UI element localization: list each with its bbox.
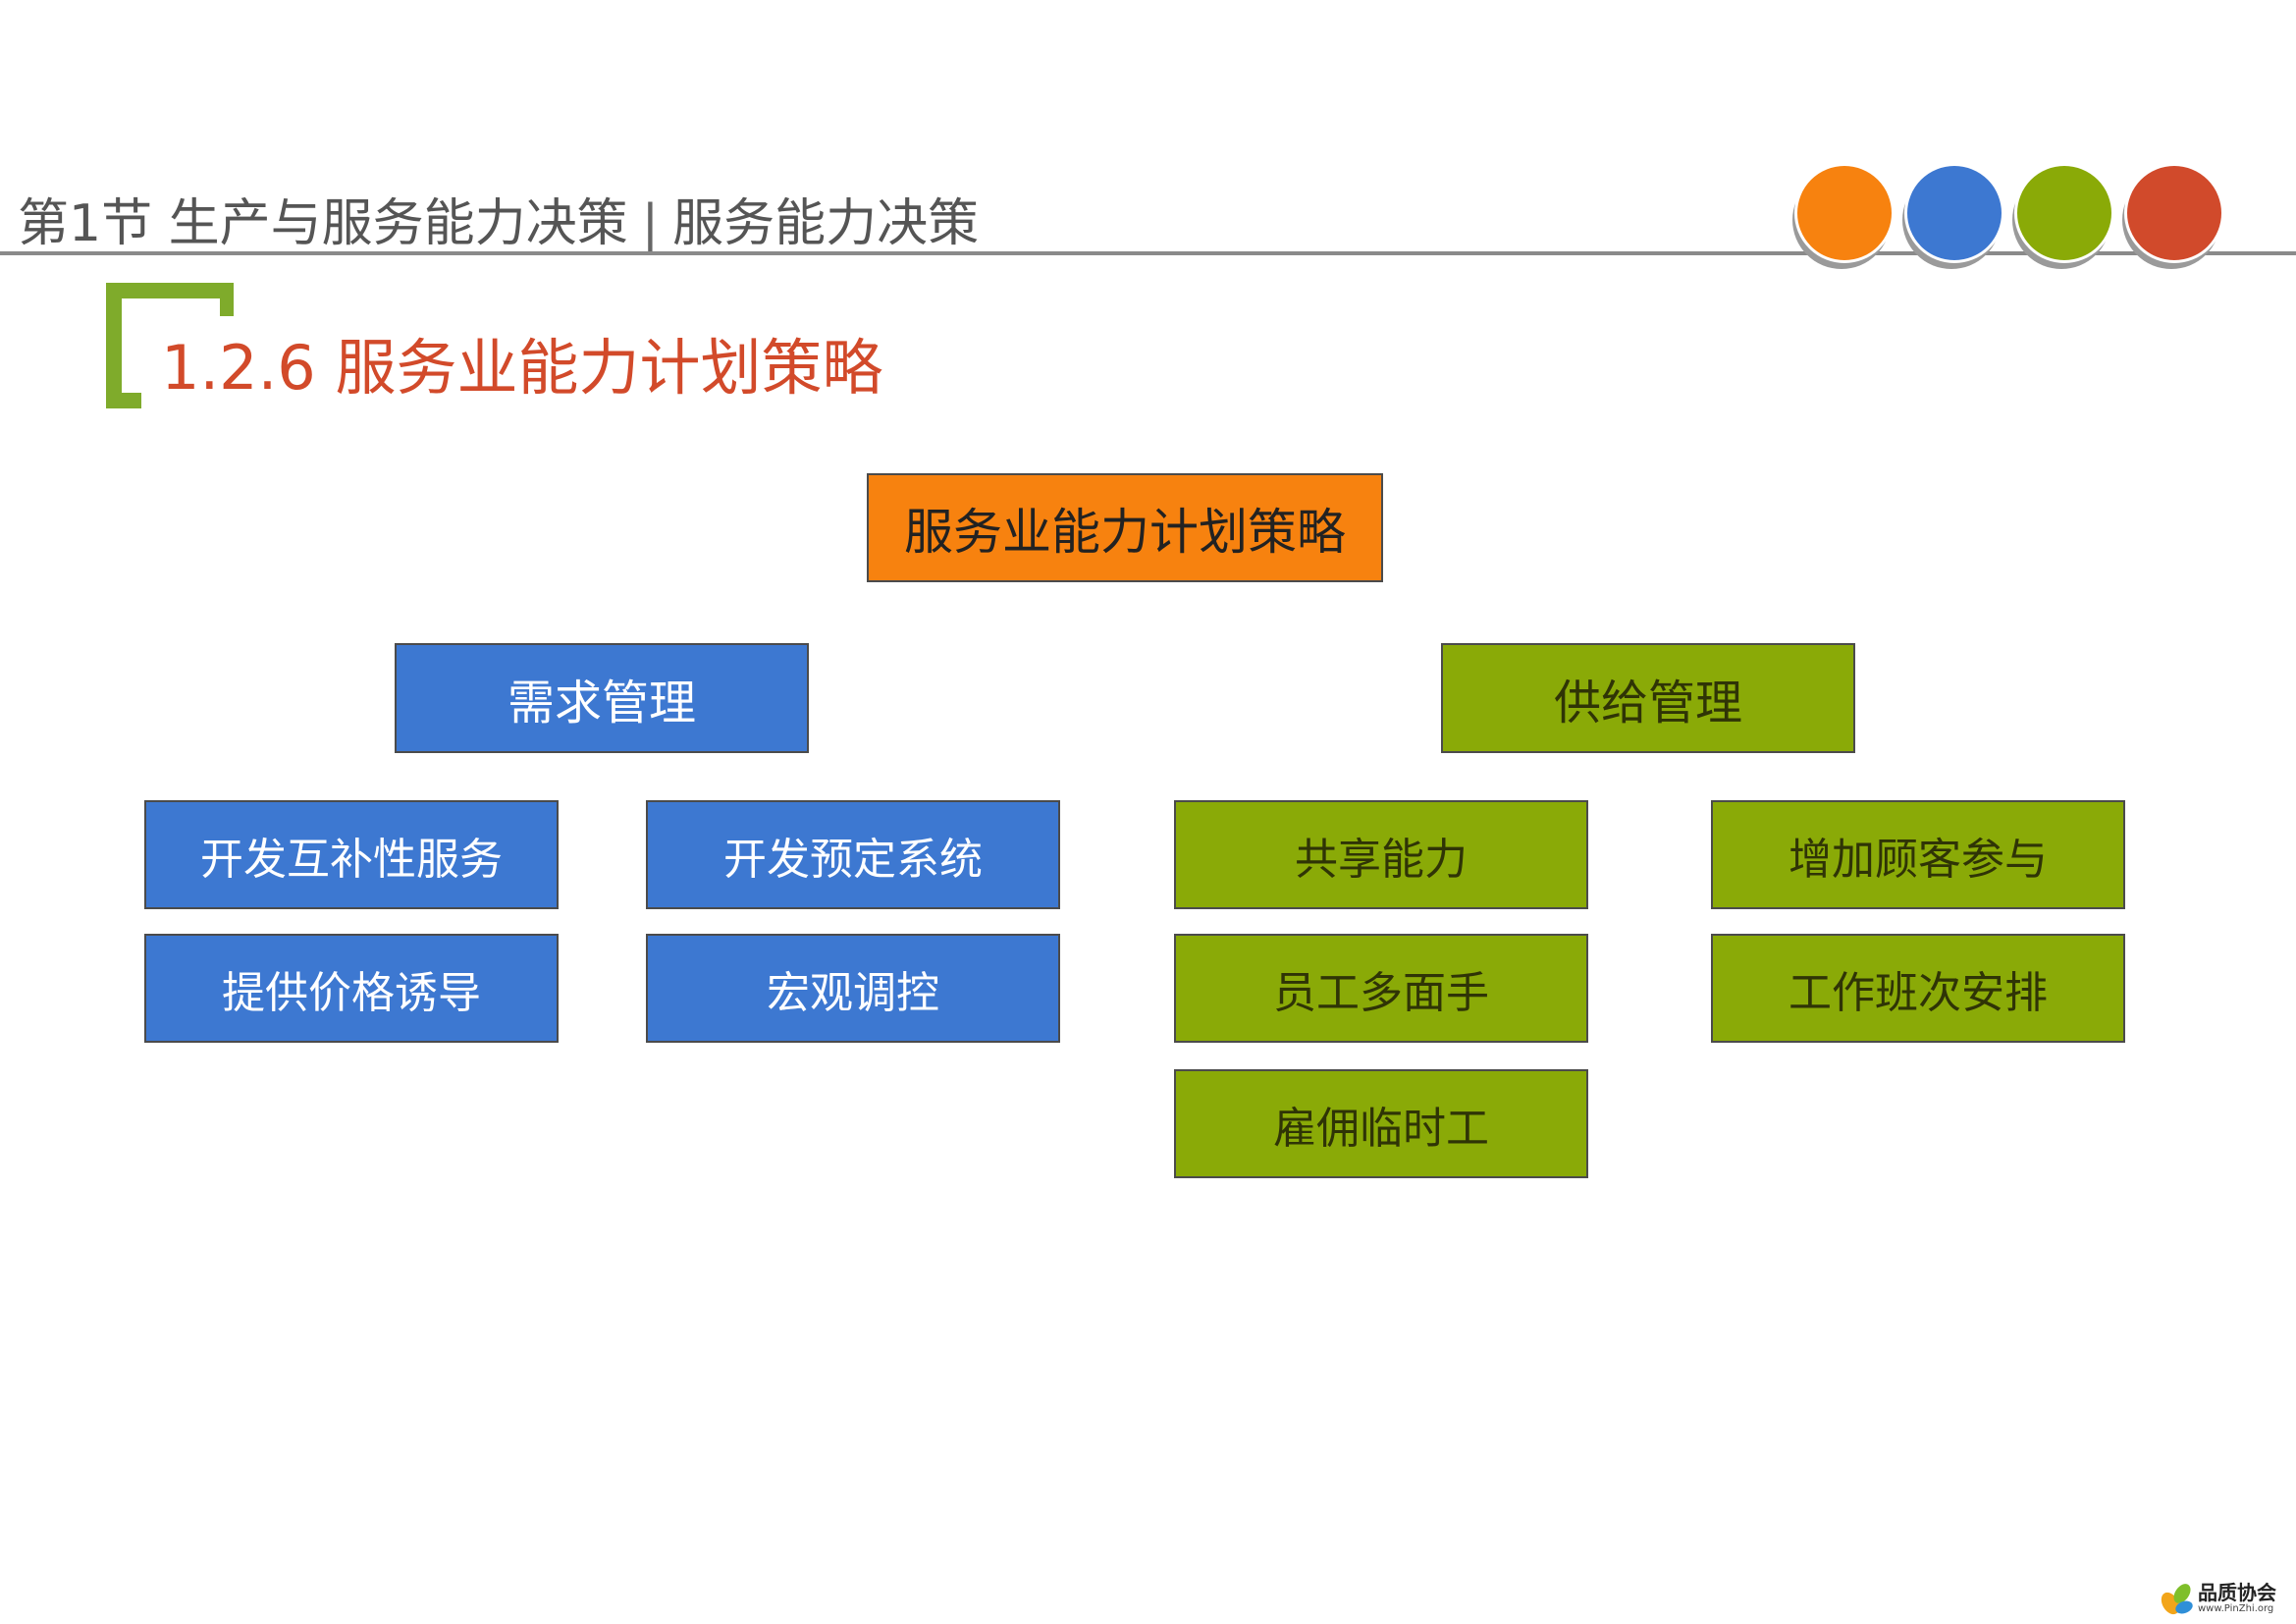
demand-item-reservation-system: 开发预定系统 xyxy=(646,800,1060,909)
bracket-icon xyxy=(106,283,234,408)
supply-management-node: 供给管理 xyxy=(1441,643,1855,753)
demand-item-macro-control: 宏观调控 xyxy=(646,934,1060,1043)
demand-item-price-incentives: 提供价格诱导 xyxy=(144,934,559,1043)
footer-logo-text: 品质协会 xyxy=(2198,1581,2276,1604)
header-divider xyxy=(0,251,2296,255)
footer-logo: 品质协会 www.PinZhi.org xyxy=(2159,1579,2286,1618)
supply-item-cross-trained-staff: 员工多面手 xyxy=(1174,934,1588,1043)
red-dot-icon xyxy=(2124,163,2224,263)
section-title: 1.2.6 服务业能力计划策略 xyxy=(161,332,883,404)
footer-logo-url: www.PinZhi.org xyxy=(2198,1603,2274,1614)
supply-item-temporary-workers: 雇佣临时工 xyxy=(1174,1069,1588,1178)
demand-item-complementary-services: 开发互补性服务 xyxy=(144,800,559,909)
header-topic: 服务能力决策 xyxy=(672,194,980,253)
supply-item-customer-participation: 增加顾客参与 xyxy=(1711,800,2125,909)
supply-item-shared-capacity: 共享能力 xyxy=(1174,800,1588,909)
supply-item-shift-scheduling: 工作班次安排 xyxy=(1711,934,2125,1043)
green-dot-icon xyxy=(2014,163,2114,263)
diagram-root-node: 服务业能力计划策略 xyxy=(867,473,1383,582)
header-title: 第1节 生产与服务能力决策|服务能力决策 xyxy=(18,189,979,259)
leaf-logo-icon xyxy=(2161,1584,2193,1615)
decor-dot-blue xyxy=(1900,163,2004,279)
decor-dot-red xyxy=(2120,163,2224,279)
header-separator: | xyxy=(641,194,660,253)
header-chapter: 第1节 生产与服务能力决策 xyxy=(18,194,628,253)
demand-management-node: 需求管理 xyxy=(395,643,809,753)
blue-dot-icon xyxy=(1904,163,2004,263)
decor-dot-orange xyxy=(1790,163,1895,279)
orange-dot-icon xyxy=(1794,163,1895,263)
decor-dot-green xyxy=(2010,163,2114,279)
